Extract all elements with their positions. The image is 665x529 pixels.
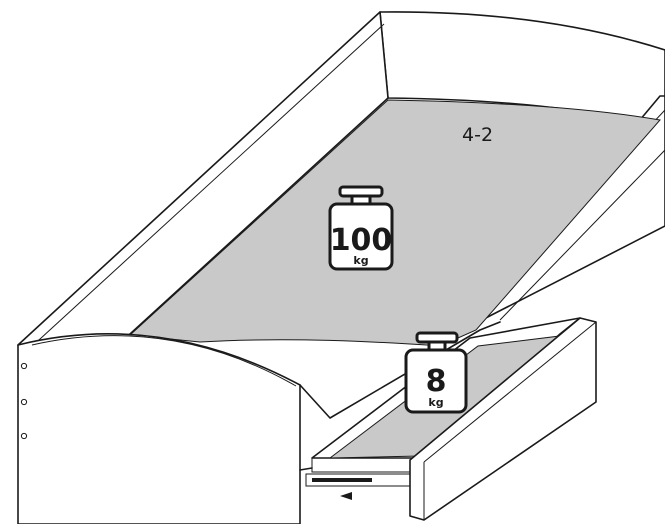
mattress-board bbox=[128, 99, 661, 347]
back-headboard bbox=[379, 11, 665, 129]
drawer-front bbox=[409, 317, 597, 521]
drawer-load-unit: kg bbox=[428, 396, 443, 409]
weight-8kg-icon: 8 kg bbox=[404, 331, 468, 414]
runner-rail bbox=[312, 478, 372, 482]
bed-load-unit: kg bbox=[353, 254, 368, 267]
screw-hole bbox=[20, 432, 28, 440]
front-footboard bbox=[17, 333, 301, 525]
step-label: 4-2 bbox=[462, 124, 494, 146]
screw-hole bbox=[20, 362, 28, 370]
drawer-runner bbox=[305, 473, 411, 487]
weight-100kg-icon: 100 kg bbox=[328, 185, 394, 271]
arrow-left-icon bbox=[340, 492, 352, 500]
bed-load-value: 100 bbox=[330, 223, 393, 258]
drawer-load-value: 8 bbox=[426, 364, 447, 399]
screw-hole bbox=[20, 398, 28, 406]
